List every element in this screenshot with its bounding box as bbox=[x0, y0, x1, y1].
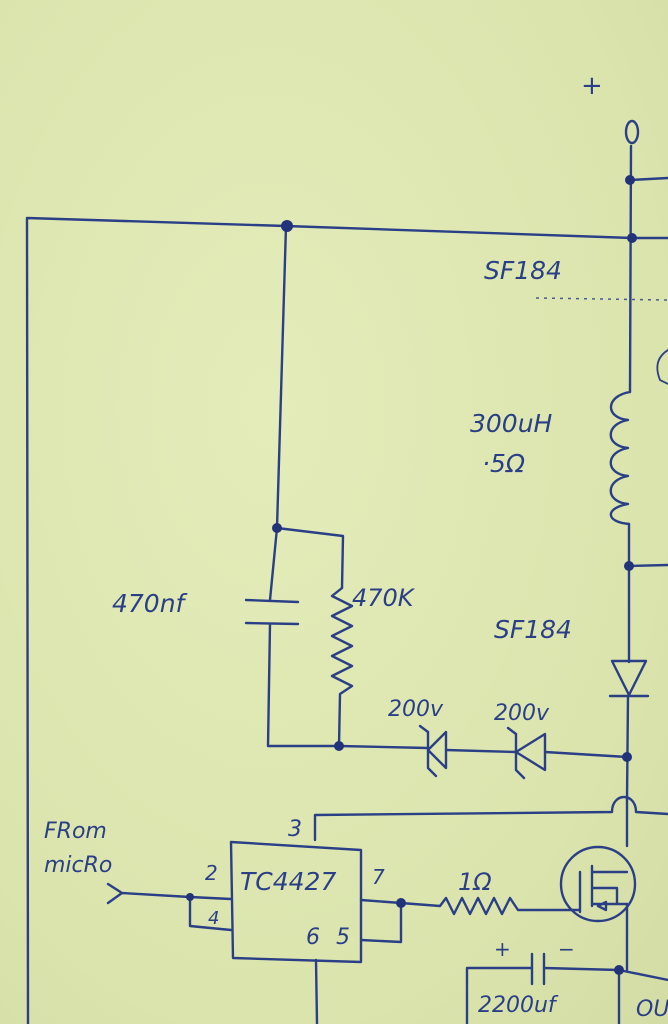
plus-terminal-circle bbox=[624, 119, 640, 145]
diode-mid-label: SF184 bbox=[494, 615, 572, 644]
junction-dot bbox=[334, 741, 344, 751]
capacitor-plates bbox=[244, 598, 300, 626]
gate-resistor bbox=[399, 896, 574, 916]
cap-plus-label: + bbox=[494, 937, 511, 961]
right-branch-wire bbox=[627, 563, 668, 568]
mosfet-circle bbox=[559, 845, 637, 923]
bottom-capacitor bbox=[530, 952, 546, 986]
input-wire bbox=[106, 882, 233, 905]
ic-tc4427-box bbox=[229, 840, 363, 964]
top-bus-wire bbox=[284, 224, 668, 240]
cut-off-label: OU bbox=[636, 997, 668, 1022]
ic-name-label: TC4427 bbox=[240, 867, 336, 896]
inductor-value-label: 300uH bbox=[470, 409, 553, 438]
pin-3-label: 3 bbox=[288, 817, 302, 842]
junction-dot bbox=[186, 893, 194, 901]
junction-dot bbox=[627, 233, 637, 243]
zener-diode-2 bbox=[506, 726, 547, 780]
cap-left-wire bbox=[268, 526, 279, 602]
drain-wire bbox=[313, 795, 668, 842]
diode-sf184 bbox=[608, 659, 650, 698]
main-rail-low bbox=[625, 694, 630, 802]
cap-bottom-wire bbox=[266, 622, 341, 748]
ic-ground-wire bbox=[314, 958, 319, 1024]
pin-2-label: 2 bbox=[205, 861, 218, 885]
zener-1-label: 200v bbox=[388, 697, 444, 722]
junction-dot bbox=[614, 965, 624, 975]
dashed-outline bbox=[535, 297, 668, 301]
plus-label: + bbox=[581, 71, 603, 101]
zener-2-label: 200v bbox=[494, 701, 550, 726]
left-wire bbox=[25, 216, 288, 1024]
junction-dot bbox=[281, 220, 293, 232]
junction-dot bbox=[396, 898, 406, 908]
top-right-wire bbox=[628, 176, 668, 182]
mosfet-symbol bbox=[570, 864, 629, 914]
junction-dot bbox=[625, 175, 635, 185]
pin-4-label: 4 bbox=[208, 908, 219, 929]
gate-resistor-label: 1Ω bbox=[458, 868, 492, 896]
capacitor-label: 470nf bbox=[112, 589, 188, 618]
cap-branch-wire bbox=[275, 224, 288, 530]
zener-diode-1 bbox=[418, 724, 448, 778]
partial-circle bbox=[656, 349, 668, 385]
ic-output-wire bbox=[359, 898, 403, 944]
junction-dot bbox=[622, 752, 632, 762]
pin-7-label: 7 bbox=[372, 865, 385, 889]
cap-top-wire bbox=[275, 526, 345, 590]
pin-6-label: 6 bbox=[306, 925, 320, 950]
pin-5-label: 5 bbox=[336, 925, 350, 950]
resistor-label: 470K bbox=[352, 584, 416, 612]
zener-wire bbox=[337, 744, 629, 759]
input-label-line1: FRom bbox=[44, 819, 107, 844]
main-rail bbox=[628, 144, 633, 394]
resistor-470k bbox=[330, 586, 354, 748]
inductor-coil bbox=[609, 390, 632, 526]
diode-top-label: SF184 bbox=[484, 256, 562, 285]
cap-bottom-label: 2200uf bbox=[478, 993, 559, 1018]
pin4-loop-wire bbox=[188, 895, 233, 932]
junction-dot bbox=[624, 561, 634, 571]
junction-dot bbox=[272, 523, 282, 533]
input-label-line2: micRo bbox=[44, 853, 112, 878]
cap-minus-label: − bbox=[558, 937, 575, 961]
inductor-resistance-label: ·5Ω bbox=[482, 449, 525, 478]
